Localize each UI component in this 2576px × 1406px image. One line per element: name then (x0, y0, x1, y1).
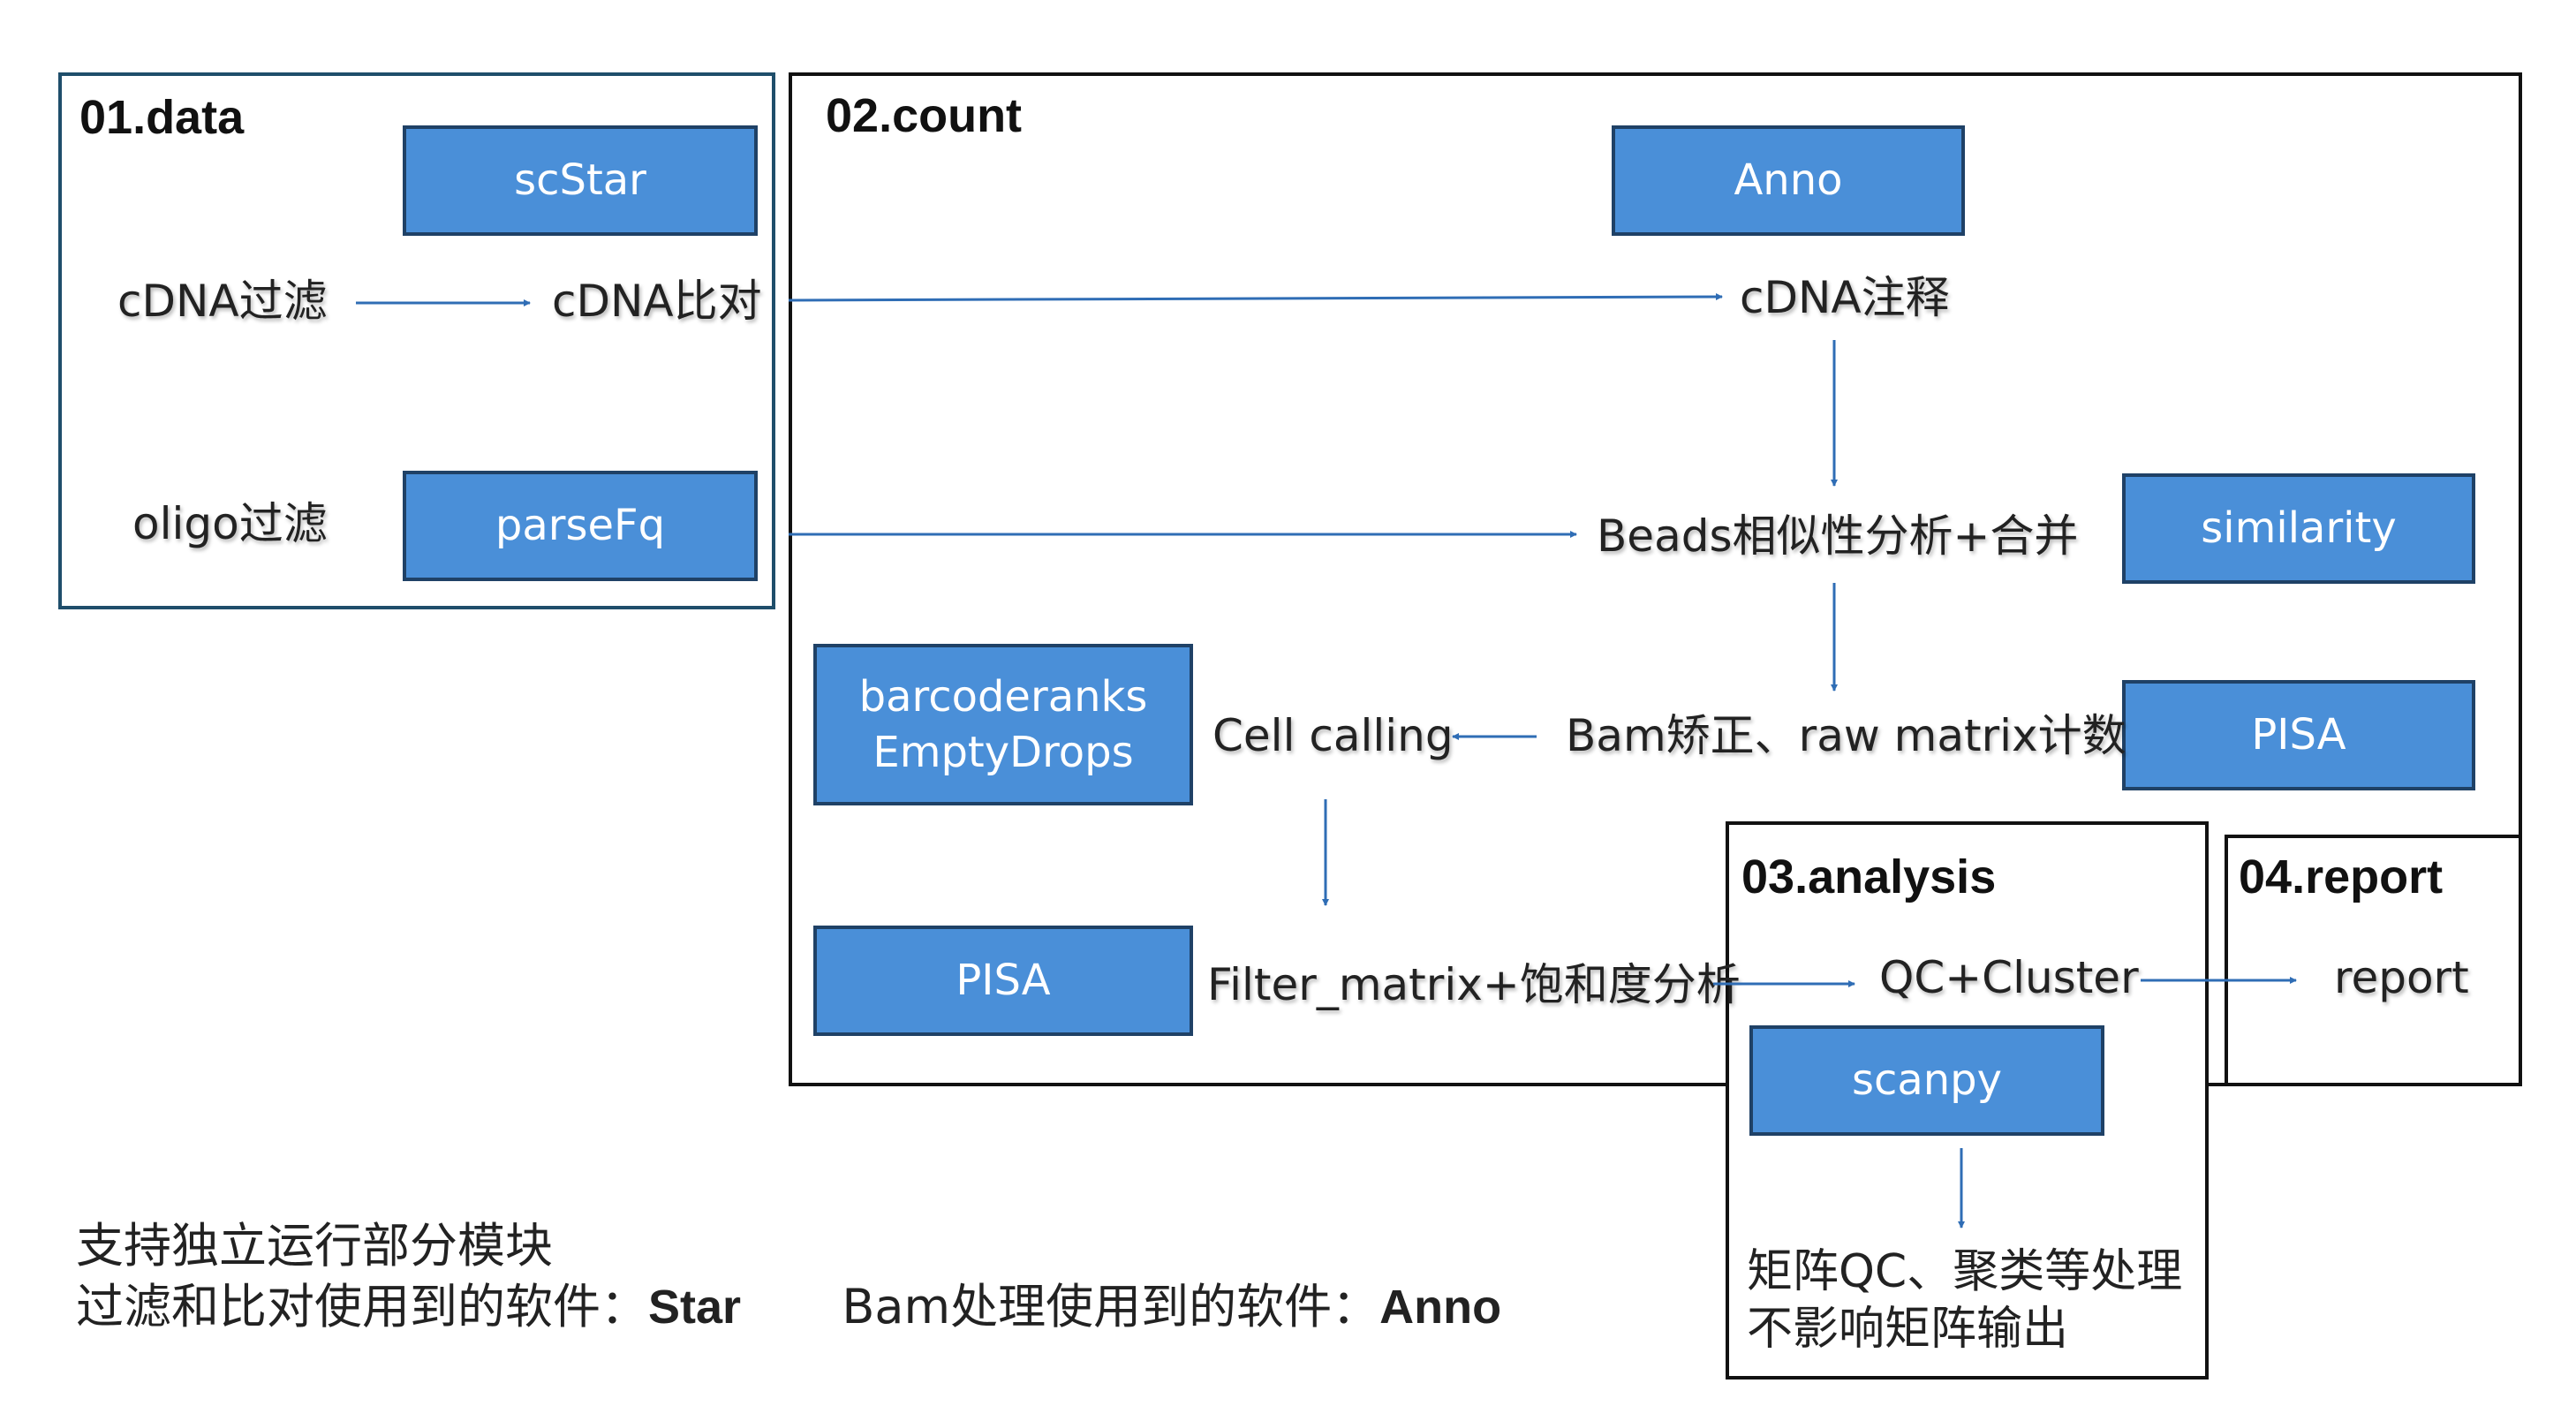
section-02-count-frame (789, 72, 2522, 1086)
tool-parsefq-label: parseFq (495, 501, 666, 551)
arrow-align-to-annotate (788, 293, 1723, 302)
section-title-data: 01.data (79, 91, 245, 144)
footer-star-software: Star (648, 1281, 742, 1334)
tool-scstar: scStar (403, 125, 758, 236)
analysis-note-line-2: 不影响矩阵输出 (1747, 1303, 2069, 1356)
tool-pisa-count-label: PISA (2251, 710, 2346, 760)
tool-scstar-label: scStar (514, 155, 646, 206)
section-01-data-frame (58, 72, 775, 609)
tool-pisa-filter: PISA (813, 926, 1193, 1036)
footer-filter-align-software-label: 过滤和比对使用到的软件： (76, 1279, 648, 1334)
tool-scanpy: scanpy (1749, 1025, 2104, 1136)
tool-pisa-count: PISA (2122, 680, 2475, 790)
section-title-report: 04.report (2239, 850, 2444, 903)
step-cdna-align: cDNA比对 (552, 276, 762, 327)
step-cell-calling: Cell calling (1212, 710, 1454, 761)
step-beads-similarity: Beads相似性分析+合并 (1597, 510, 2079, 562)
tool-emptydrops-label: EmptyDrops (873, 727, 1134, 777)
section-title-count: 02.count (826, 89, 1023, 142)
step-filter-matrix: Filter_matrix+饱和度分析 (1207, 959, 1741, 1010)
tool-pisa-filter-label: PISA (956, 956, 1051, 1006)
tool-anno-label: Anno (1734, 155, 1843, 206)
step-qc-cluster: QC+Cluster (1879, 952, 2139, 1003)
analysis-note: 矩阵QC、聚类等处理 不影响矩阵输出 (1747, 1243, 2182, 1358)
footer-note-line-1: 支持独立运行部分模块 (76, 1218, 553, 1274)
analysis-note-line-1: 矩阵QC、聚类等处理 (1747, 1245, 2183, 1298)
footer-anno-software: Anno (1379, 1281, 1502, 1334)
section-title-analysis: 03.analysis (1741, 850, 1997, 903)
step-report: report (2334, 952, 2469, 1003)
section-04-report-frame (2225, 835, 2522, 1086)
tool-barcoderanks-emptydrops: barcoderanks EmptyDrops (813, 644, 1193, 805)
tool-similarity-label: similarity (2201, 503, 2397, 554)
tool-parsefq: parseFq (403, 471, 758, 581)
tool-anno: Anno (1612, 125, 1965, 236)
step-bam-correct: Bam矫正、raw matrix计数 (1566, 710, 2127, 761)
tool-similarity: similarity (2122, 473, 2475, 584)
tool-scanpy-label: scanpy (1851, 1055, 2003, 1106)
footer-note-line-2: 过滤和比对使用到的软件：Star Bam处理使用到的软件：Anno (76, 1281, 1502, 1334)
step-cdna-filter: cDNA过滤 (117, 276, 328, 327)
step-cdna-annotate: cDNA注释 (1740, 272, 1950, 323)
step-oligo-filter: oligo过滤 (132, 498, 328, 549)
tool-barcoderanks-label: barcoderanks (858, 672, 1148, 722)
footer-bam-software-label: Bam处理使用到的软件： (842, 1279, 1380, 1334)
